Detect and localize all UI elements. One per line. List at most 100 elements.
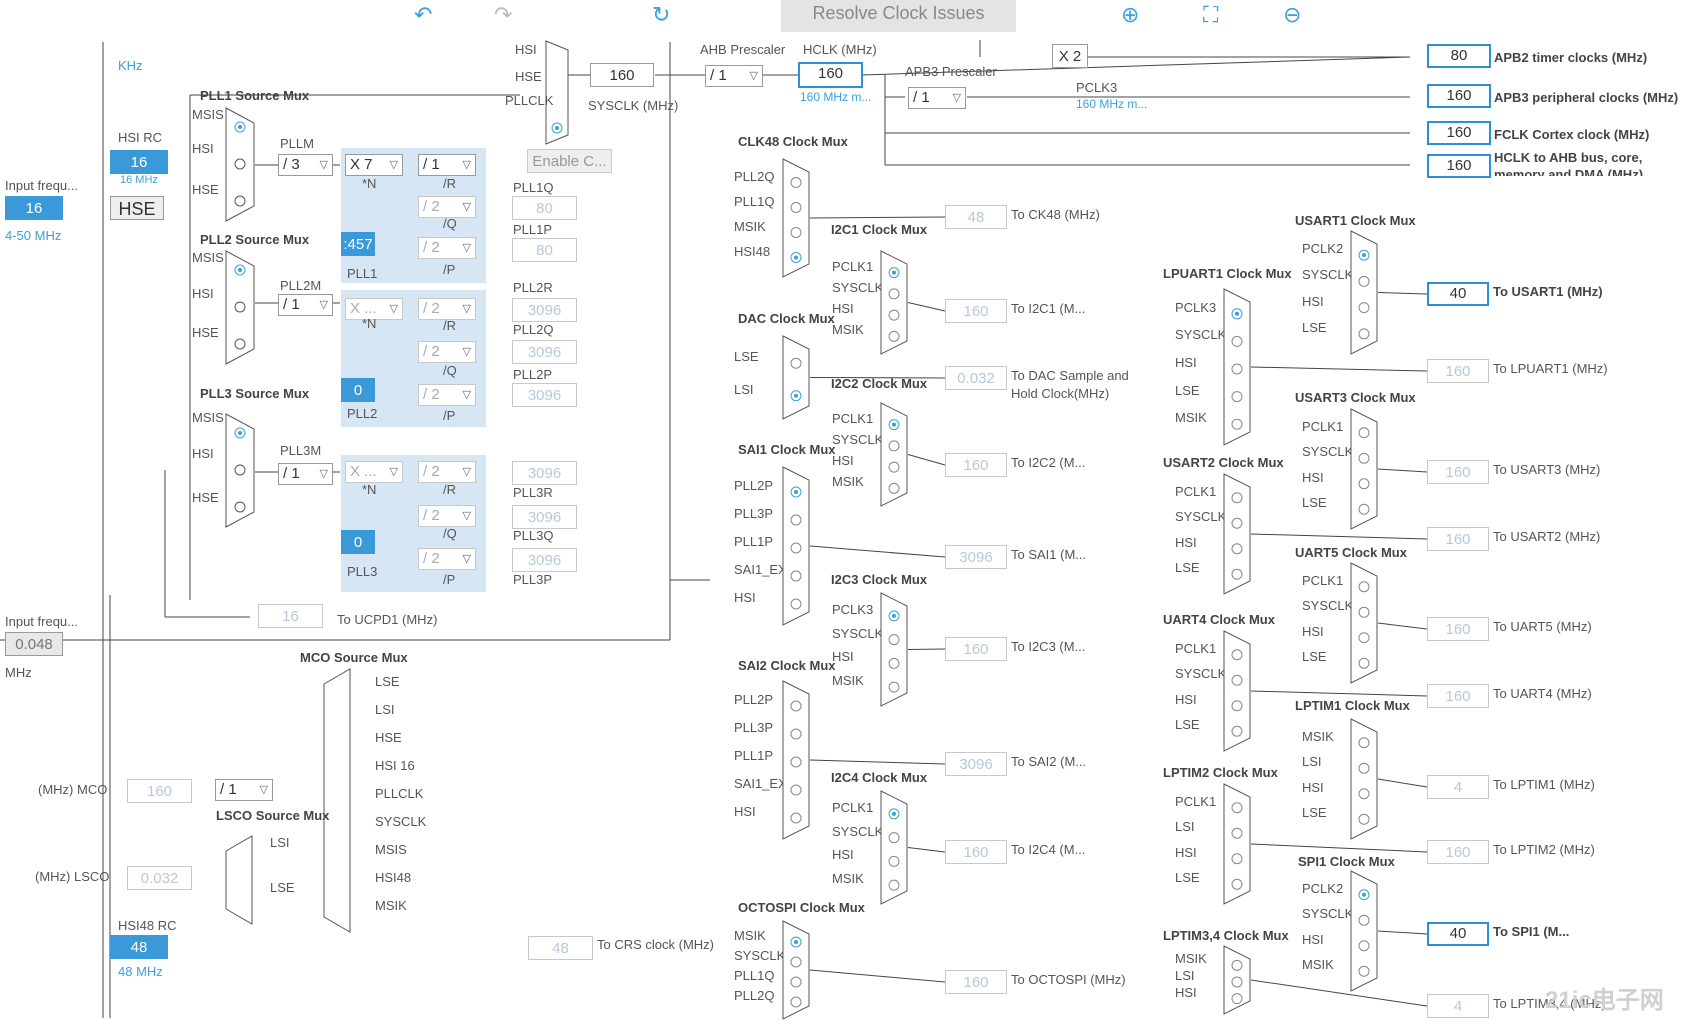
- pll1p-label: PLL1P: [513, 222, 553, 237]
- clk48-input-3: HSI48: [734, 243, 771, 259]
- i2c3-mux[interactable]: [880, 592, 908, 707]
- i2c4-mux[interactable]: [880, 790, 908, 905]
- sai1-value: 3096: [945, 545, 1007, 569]
- usart2-mux[interactable]: [1223, 473, 1251, 595]
- khz-label: KHz: [118, 58, 143, 73]
- sai2-mux[interactable]: [782, 680, 810, 840]
- dac-mux[interactable]: [782, 335, 810, 420]
- mco-div-select[interactable]: / 1▽: [215, 779, 273, 801]
- lptim1-mux[interactable]: [1350, 718, 1378, 840]
- pll2-p-select[interactable]: / 2▽: [418, 384, 476, 406]
- hse-input-value[interactable]: 16: [5, 196, 63, 220]
- pllm-select[interactable]: / 3▽: [278, 154, 333, 176]
- pll2-r-select[interactable]: / 2▽: [418, 298, 476, 320]
- pll3-r-select[interactable]: / 2▽: [418, 461, 476, 483]
- pll3-p-select[interactable]: / 2▽: [418, 548, 476, 570]
- clk48-mux[interactable]: [782, 158, 810, 278]
- pll3-n-select[interactable]: X ...▽: [345, 461, 403, 483]
- fit-to-screen-icon[interactable]: ⛶: [1203, 2, 1219, 27]
- uart4-input-1: SYSCLK: [1175, 666, 1227, 682]
- sai1-mux[interactable]: [782, 466, 810, 626]
- dac-input-1: LSI: [734, 381, 754, 397]
- pll3-n-out: 0: [341, 530, 375, 554]
- pll2-n-out: 0: [341, 378, 375, 402]
- pll3-source-mux[interactable]: [225, 413, 255, 528]
- apb2-timer-label: APB2 timer clocks (MHz): [1494, 50, 1648, 65]
- i2c1-mux[interactable]: [880, 250, 908, 355]
- pll2-n-select[interactable]: X ...▽: [345, 298, 403, 320]
- pll2m-select[interactable]: / 1▽: [278, 294, 333, 316]
- i2c2-mux[interactable]: [880, 402, 908, 507]
- i2c2-title: I2C2 Clock Mux: [831, 376, 928, 391]
- octospi-mux[interactable]: [782, 920, 810, 1020]
- usart1-title: USART1 Clock Mux: [1295, 213, 1416, 228]
- pll1-p-select[interactable]: / 2▽: [418, 237, 476, 259]
- pll1-r-select[interactable]: / 1▽: [418, 154, 476, 176]
- mco-input-4: PLLCLK: [375, 786, 424, 801]
- uart4-input-3: LSE: [1175, 717, 1200, 733]
- spi1-value[interactable]: 40: [1427, 922, 1489, 946]
- hse-button[interactable]: HSE: [110, 196, 164, 220]
- i2c4-input-2: HSI: [832, 847, 854, 863]
- lptim34-mux[interactable]: [1223, 945, 1251, 1015]
- octospi-input-1: SYSCLK: [734, 948, 786, 963]
- dac-output-label: To DAC Sample and: [1011, 368, 1129, 383]
- undo-icon[interactable]: ↶: [414, 2, 433, 27]
- octospi-input-0: MSIK: [734, 928, 766, 943]
- octospi-input-3: PLL2Q: [734, 988, 775, 1003]
- pll1-n-select[interactable]: X 7▽: [345, 154, 403, 176]
- lptim34-title: LPTIM3,4 Clock Mux: [1163, 928, 1289, 943]
- pll1-msis: MSIS: [192, 107, 224, 122]
- lsco-source-mux[interactable]: [225, 835, 253, 925]
- resolve-clock-issues-button[interactable]: Resolve Clock Issues: [781, 0, 1016, 32]
- pll3p-value: 3096: [512, 548, 577, 572]
- pll3-q-select[interactable]: / 2▽: [418, 505, 476, 527]
- pll3-name: PLL3: [347, 564, 378, 579]
- pll1-q-select[interactable]: / 2▽: [418, 196, 476, 218]
- dac-output-label-2: Hold Clock(MHz): [1011, 386, 1110, 401]
- lsco-title: LSCO Source Mux: [216, 808, 330, 823]
- usart1-mux[interactable]: [1350, 230, 1378, 355]
- uart5-mux[interactable]: [1350, 562, 1378, 684]
- zoom-in-icon[interactable]: ⊕: [1121, 2, 1140, 27]
- lptim2-title: LPTIM2 Clock Mux: [1163, 765, 1278, 780]
- hclk-input[interactable]: 160: [798, 62, 863, 88]
- fclk-value[interactable]: 160: [1427, 121, 1491, 145]
- lptim2-mux[interactable]: [1223, 783, 1251, 905]
- sysclk-mux[interactable]: [545, 40, 569, 145]
- zoom-out-icon[interactable]: ⊖: [1283, 2, 1302, 27]
- enable-css-button[interactable]: Enable C...: [527, 149, 612, 173]
- lse-input-value[interactable]: 0.048: [5, 632, 63, 656]
- hsi48-value: 48: [110, 935, 168, 959]
- spi1-input-1: SYSCLK: [1302, 906, 1354, 922]
- hclk-ahb-value[interactable]: 160: [1427, 154, 1491, 178]
- pllm-label: PLLM: [280, 136, 314, 151]
- apb3-prescaler-select[interactable]: / 1▽: [908, 87, 966, 109]
- spi1-mux[interactable]: [1350, 870, 1378, 992]
- usart2-input-2: HSI: [1175, 534, 1197, 550]
- i2c3-input-0: PCLK3: [832, 601, 874, 617]
- usart1-value[interactable]: 40: [1427, 282, 1489, 306]
- pll1-source-mux[interactable]: [225, 107, 255, 222]
- uart4-input-2: HSI: [1175, 691, 1197, 707]
- usart2-title: USART2 Clock Mux: [1163, 455, 1284, 470]
- lpuart1-mux[interactable]: [1223, 288, 1251, 446]
- pll3m-select[interactable]: / 1▽: [278, 463, 333, 485]
- redo-icon[interactable]: ↷: [494, 2, 513, 27]
- pll1-hse: HSE: [192, 182, 219, 197]
- mco-source-mux[interactable]: [323, 668, 351, 933]
- ahb-prescaler-select[interactable]: / 1▽: [705, 65, 763, 87]
- apb3-periph-value[interactable]: 160: [1427, 84, 1491, 108]
- apb2-timer-value[interactable]: 80: [1427, 44, 1491, 68]
- usart3-mux[interactable]: [1350, 408, 1378, 530]
- lptim34-value: 4: [1427, 994, 1489, 1018]
- pll2-source-mux[interactable]: [225, 250, 255, 365]
- refresh-icon[interactable]: ↻: [652, 2, 671, 27]
- pll2-q-select[interactable]: / 2▽: [418, 341, 476, 363]
- pll3m-label: PLL3M: [280, 443, 322, 458]
- uart4-mux[interactable]: [1223, 630, 1251, 752]
- dac-title: DAC Clock Mux: [738, 311, 835, 326]
